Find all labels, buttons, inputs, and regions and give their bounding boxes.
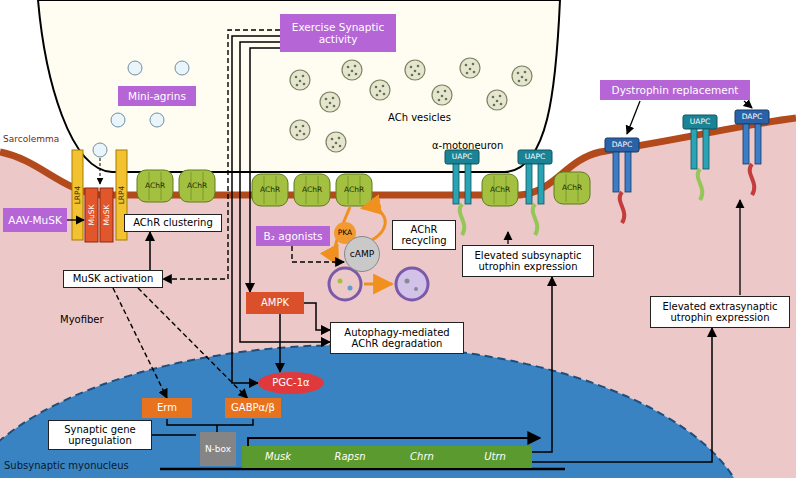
connector xyxy=(232,36,280,383)
connector xyxy=(532,328,712,462)
factor-box: Erm xyxy=(142,398,192,418)
part-label: AChR xyxy=(302,186,322,194)
node-text: GABPα/β xyxy=(231,402,275,414)
part-label: Subsynaptic myonucleus xyxy=(4,460,129,471)
gene-box: Rapsn xyxy=(314,446,386,468)
factor-box: GABPα/β xyxy=(225,398,281,418)
connector xyxy=(304,303,330,330)
part-label: AChR xyxy=(490,186,510,194)
part-label: Sarcolemma xyxy=(3,135,59,145)
process-box: Autophagy-mediated AChR degradation xyxy=(330,322,464,354)
node-text: N-box xyxy=(205,444,231,454)
node-text: Elevated extrasynaptic utrophin expressi… xyxy=(655,301,785,324)
process-box: Elevated subsynaptic utrophin expression xyxy=(462,245,594,277)
part-label: AChR xyxy=(187,182,207,190)
node-text: PKA xyxy=(338,229,352,238)
part-label: LRP4 xyxy=(117,186,125,205)
kinase-box: AMPK xyxy=(246,292,304,314)
node-text: Synaptic gene upregulation xyxy=(53,424,147,447)
intervention-box: Exercise Synaptic activity xyxy=(280,14,396,52)
part-label: Myofiber xyxy=(60,314,104,325)
intervention-box: AAV-MuSK xyxy=(3,208,67,232)
node-text: Rapsn xyxy=(335,451,366,463)
promoter-box: N-box xyxy=(200,432,236,466)
intervention-box: B₂ agonists xyxy=(256,226,330,246)
gene-box: Musk xyxy=(242,446,314,468)
node-text: Mini-agrins xyxy=(128,90,186,102)
part-label: DAPC xyxy=(742,113,763,121)
node-text: Chrn xyxy=(410,451,434,463)
process-box: AChR clustering xyxy=(124,214,222,232)
connector xyxy=(279,314,281,372)
part-label: UAPC xyxy=(690,118,710,126)
node-text: AMPK xyxy=(261,297,289,309)
process-box: Elevated extrasynaptic utrophin expressi… xyxy=(650,296,790,328)
part-label: ACh vesicles xyxy=(388,112,451,123)
node-text: cAMP xyxy=(350,249,374,259)
connector xyxy=(532,277,552,452)
process-box: MuSK activation xyxy=(63,270,163,288)
intervention-box: Mini-agrins xyxy=(118,86,196,106)
part-label: UAPC xyxy=(452,153,472,161)
part-label: AChR xyxy=(260,186,280,194)
messenger-circle: cAMP xyxy=(344,236,380,272)
intervention-box: Dystrophin replacement xyxy=(600,80,750,100)
node-text: Elevated subsynaptic utrophin expression xyxy=(467,250,589,273)
coactivator-ellipse: PGC-1α xyxy=(258,372,324,394)
part-label: DAPC xyxy=(612,141,633,149)
connector xyxy=(138,288,247,398)
part-label: UAPC xyxy=(525,153,545,161)
node-text: Erm xyxy=(157,402,177,414)
node-text: Dystrophin replacement xyxy=(612,84,739,96)
node-text: AChR clustering xyxy=(133,217,213,229)
node-text: Utrn xyxy=(484,451,506,463)
connector xyxy=(113,288,167,398)
connector xyxy=(292,246,344,262)
node-text: AChR recycling xyxy=(397,224,451,247)
part-label: MuSK xyxy=(87,205,95,226)
node-text: B₂ agonists xyxy=(264,230,323,242)
process-box: Synaptic gene upregulation xyxy=(48,420,152,450)
node-text: Exercise Synaptic activity xyxy=(284,21,392,45)
part-label: AChR xyxy=(562,184,582,192)
node-text: PGC-1α xyxy=(272,377,309,389)
node-text: Musk xyxy=(265,451,291,463)
node-text: Autophagy-mediated AChR degradation xyxy=(335,327,459,350)
part-label: LRP4 xyxy=(73,186,81,205)
gene-box: Utrn xyxy=(458,446,532,468)
part-label: MuSK xyxy=(102,205,110,226)
node-text: AAV-MuSK xyxy=(8,214,62,226)
connector xyxy=(250,48,280,292)
connector xyxy=(240,42,330,342)
part-label: α-motoneuron xyxy=(432,140,503,151)
node-text: MuSK activation xyxy=(73,273,154,285)
connector xyxy=(149,232,151,270)
process-box: AChR recycling xyxy=(392,220,456,250)
part-label: AChR xyxy=(145,182,165,190)
part-label: AChR xyxy=(344,186,364,194)
gene-box: Chrn xyxy=(386,446,458,468)
